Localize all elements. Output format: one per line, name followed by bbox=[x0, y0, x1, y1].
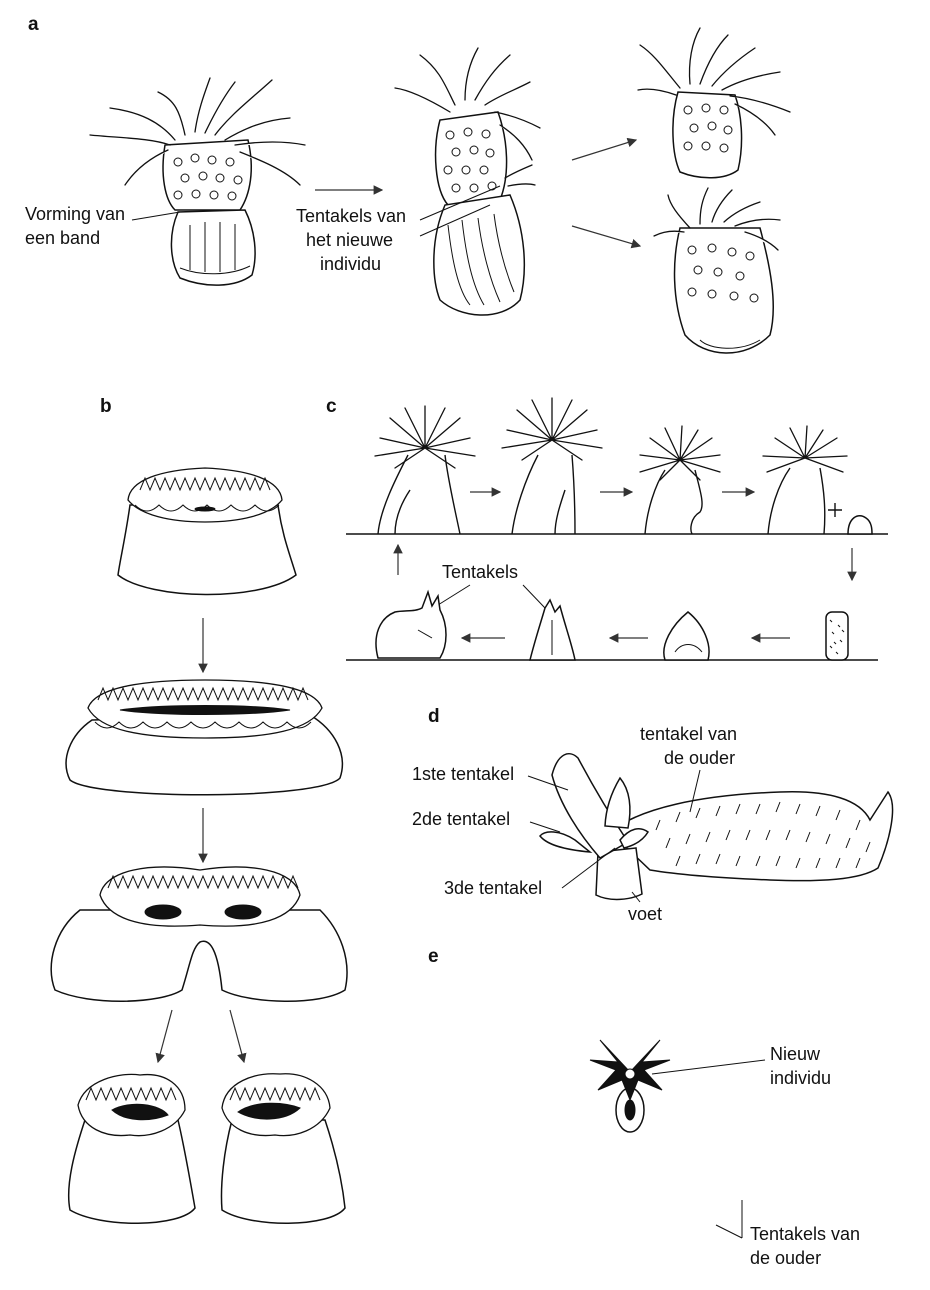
label-band-line1: Vorming van bbox=[25, 204, 125, 224]
panel-d-foot-shape bbox=[595, 847, 643, 901]
panel-a-letter: a bbox=[28, 14, 39, 35]
panel-e-letter: e bbox=[428, 946, 439, 967]
label-first-tentacle: 1ste tentakel bbox=[412, 764, 514, 784]
panel-a-stage-1 bbox=[89, 77, 306, 286]
label-new-individual-line2: individu bbox=[770, 1068, 831, 1088]
panel-c-top-3 bbox=[639, 425, 721, 535]
label-third-tentacle: 3de tentakel bbox=[444, 878, 542, 898]
label-second-tentacle: 2de tentakel bbox=[412, 809, 510, 829]
panel-b-stage-3 bbox=[50, 866, 348, 1002]
label-new-individual-line1: Nieuw bbox=[770, 1044, 821, 1064]
panel-a: a bbox=[25, 14, 791, 354]
arrow-b-3-right bbox=[229, 1009, 247, 1064]
label-parent-tentacles-line2: de ouder bbox=[750, 1248, 821, 1268]
third-tentacle-leader bbox=[561, 847, 616, 889]
label-parent-tentacle-line1: tentakel van bbox=[640, 724, 737, 744]
label-band-line2: een band bbox=[25, 228, 100, 248]
panel-c-bottom-4 bbox=[375, 589, 447, 659]
panel-a-stage-3-bottom bbox=[653, 187, 781, 354]
panel-b-stage-4-left bbox=[67, 1073, 196, 1224]
panel-d: d 1ste tentakel 2de tentakel 3de tentake… bbox=[412, 706, 894, 924]
panel-c-bottom-1 bbox=[825, 611, 849, 661]
panel-b-stage-2 bbox=[65, 679, 344, 796]
panel-c-top-2 bbox=[501, 397, 603, 535]
new-individual-leader bbox=[651, 1059, 766, 1075]
new-tentacles-leader-2 bbox=[419, 204, 491, 237]
label-new-tentacles-line3: individu bbox=[320, 254, 381, 274]
band-leader-line bbox=[131, 211, 181, 221]
panel-d-hatching bbox=[655, 801, 871, 869]
parent-tentacle-leader bbox=[689, 769, 701, 813]
panel-b: b bbox=[50, 396, 348, 1224]
new-tentacles-leader-1 bbox=[419, 185, 501, 221]
foot-leader bbox=[631, 891, 641, 903]
second-tentacle-leader bbox=[529, 821, 561, 833]
arrow-b-3-left bbox=[155, 1009, 173, 1064]
panel-a-stage-3-top bbox=[637, 27, 791, 179]
panel-c: c bbox=[326, 396, 888, 661]
panel-d-letter: d bbox=[428, 706, 440, 727]
panel-b-letter: b bbox=[100, 396, 112, 417]
label-new-tentacles-line1: Tentakels van bbox=[296, 206, 406, 226]
label-parent-tentacle-line2: de ouder bbox=[664, 748, 735, 768]
panel-c-bottom-2 bbox=[663, 611, 710, 661]
panel-b-stage-4-right bbox=[220, 1073, 346, 1224]
panel-a-stage-1-spots bbox=[173, 153, 243, 201]
panel-a-stage-2 bbox=[394, 47, 541, 316]
label-new-tentacles-line2: het nieuwe bbox=[306, 230, 393, 250]
label-tentacles: Tentakels bbox=[442, 562, 518, 582]
panel-e: e bbox=[428, 943, 860, 1268]
panel-c-top-1 bbox=[374, 405, 476, 535]
label-parent-tentacles-line1: Tentakels van bbox=[750, 1224, 860, 1244]
panel-c-letter: c bbox=[326, 396, 337, 417]
panel-a-stage-2-spots bbox=[443, 127, 497, 193]
panel-b-stage-1 bbox=[117, 467, 297, 596]
first-tentacle-leader bbox=[527, 775, 569, 791]
panel-c-top-4 bbox=[762, 425, 873, 535]
label-foot: voet bbox=[628, 904, 662, 924]
panel-c-bottom-3 bbox=[529, 598, 576, 661]
arrow-a-2-down bbox=[571, 225, 642, 249]
tentacles-leader-1 bbox=[522, 584, 546, 609]
arrow-a-2-up bbox=[571, 137, 638, 161]
new-individual-blob bbox=[589, 1039, 671, 1102]
